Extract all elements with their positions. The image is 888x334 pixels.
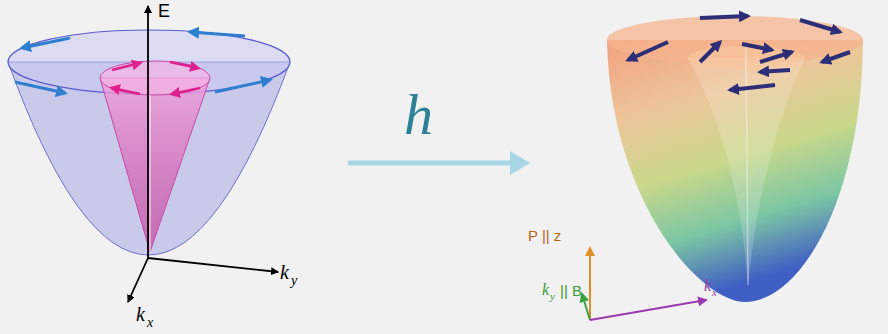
axis-label: k: [542, 282, 549, 298]
axis-label: k: [704, 278, 711, 294]
axis-subscript: x: [712, 287, 717, 298]
axis-label: k: [136, 304, 145, 324]
axis-subscript: y: [550, 291, 555, 302]
field-direction-label: || B: [560, 283, 582, 298]
field-symbol: h: [404, 86, 433, 144]
axis-subscript: y: [291, 274, 297, 288]
axis-subscript: x: [147, 316, 153, 330]
axis-label: E: [158, 2, 170, 20]
polarization-label: P || z: [528, 228, 561, 243]
axis-label: k: [280, 262, 289, 282]
